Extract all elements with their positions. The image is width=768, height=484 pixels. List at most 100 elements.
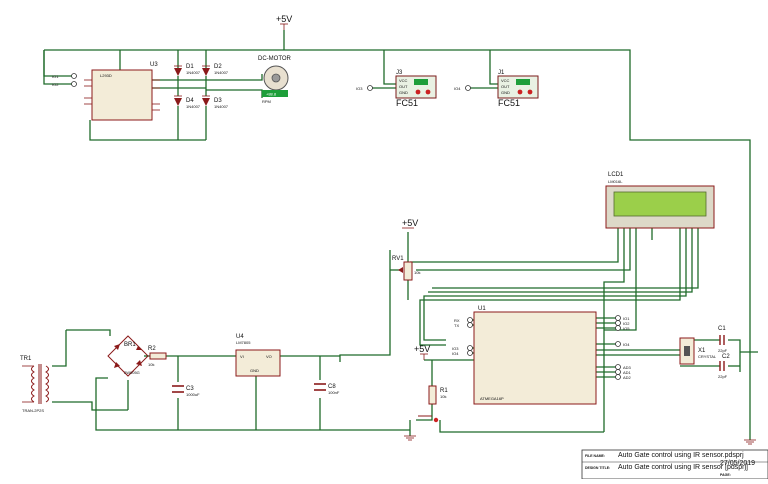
svg-text:TX: TX	[454, 323, 459, 328]
c3-ref: C3	[186, 386, 194, 392]
motor-value: +88.8	[266, 92, 277, 97]
page-label: PAGE:	[720, 473, 731, 477]
x1-ref: X1	[698, 348, 706, 354]
svg-text:1N4007: 1N4007	[186, 104, 201, 109]
title-block: FILE NAME: Auto Gate control using IR se…	[581, 449, 768, 480]
tr1-ref: TR1	[20, 356, 32, 362]
svg-text:IO1: IO1	[623, 316, 630, 321]
capacitor-c2[interactable]: C2 22pF	[718, 354, 730, 379]
u3-net-io2: IO2	[52, 82, 59, 87]
c3-value: 1000uF	[186, 392, 200, 397]
r1-ref: R1	[440, 388, 448, 394]
ir-sensor-j3[interactable]: J3 VCC OUT GND IO3 FC51	[356, 70, 437, 108]
diode-d4[interactable]: D4 1N4007	[174, 95, 201, 109]
design-title-label: DESIGN TITLE:	[585, 466, 610, 470]
svg-text:GND: GND	[501, 90, 510, 95]
motor-ref: DC-MOTOR	[258, 56, 292, 62]
vcc-mcu-label: +5V	[414, 344, 430, 354]
c8-value: 100nF	[328, 390, 340, 395]
svg-text:OUT: OUT	[501, 84, 510, 89]
svg-text:D1: D1	[186, 64, 194, 70]
diode-d3[interactable]: D3 1N4007	[202, 95, 229, 109]
svg-text:GND: GND	[399, 90, 408, 95]
r2-ref: R2	[148, 346, 156, 352]
ground-symbol-right	[744, 439, 756, 445]
ground-symbol-left	[404, 435, 416, 441]
capacitor-c3[interactable]: C3 1000uF	[172, 385, 200, 397]
svg-text:IO5: IO5	[623, 326, 630, 331]
r2-value: 10k	[148, 362, 154, 367]
capacitor-c1[interactable]: C1 22pF	[718, 326, 728, 353]
c1-ref: C1	[718, 326, 726, 332]
vcc-mcu-terminal: +5V	[414, 344, 430, 360]
regulator-u4[interactable]: U4 LM7805 VI VO GND	[235, 334, 281, 377]
rv1-ref: RV1	[392, 256, 404, 262]
svg-text:IO3: IO3	[452, 346, 459, 351]
r1-value: 10k	[440, 394, 446, 399]
motor-unit: RPM	[262, 99, 271, 104]
svg-text:AD2: AD2	[623, 375, 632, 380]
x1-part: CRYSTAL	[698, 354, 717, 359]
j1-ref: J1	[498, 70, 505, 76]
u4-part: LM7805	[236, 340, 251, 345]
svg-text:D2: D2	[214, 64, 222, 70]
br1-ref: BR1	[124, 342, 136, 348]
file-name-label: FILE NAME:	[585, 454, 605, 458]
svg-text:1N4007: 1N4007	[186, 70, 201, 75]
bridge-rectifier-br1[interactable]: BR1 2W005G	[107, 335, 149, 377]
u3-net-io1: IO1	[52, 74, 59, 79]
svg-text:1N4007: 1N4007	[214, 70, 229, 75]
date: 27/05/2019	[720, 460, 755, 467]
j3-ref: J3	[396, 70, 403, 76]
potentiometer-rv1[interactable]: +5V RV1 10k	[392, 218, 420, 281]
svg-text:IO2: IO2	[623, 321, 630, 326]
svg-text:AD1: AD1	[623, 370, 632, 375]
svg-text:VI: VI	[240, 354, 244, 359]
ir-sensor-j1[interactable]: J1 VCC OUT GND IO4 FC51	[454, 70, 539, 108]
u3-motor-driver[interactable]: U3 L293D IO1 IO2	[52, 62, 160, 121]
crystal-x1[interactable]: X1 CRYSTAL	[679, 337, 717, 365]
j3-net: IO3	[356, 86, 363, 91]
c1-value: 22pF	[718, 348, 728, 353]
u3-ref: U3	[150, 62, 158, 68]
diode-d2[interactable]: D2 1N4007	[202, 64, 229, 76]
svg-text:AD3: AD3	[623, 365, 632, 370]
svg-text:IO4: IO4	[452, 351, 459, 356]
vcc-top-terminal: +5V	[276, 14, 292, 30]
svg-text:OUT: OUT	[399, 84, 408, 89]
resistor-r2[interactable]: R2 10k	[148, 346, 167, 367]
capacitor-c8[interactable]: C8 100nF	[314, 383, 340, 395]
u4-ref: U4	[236, 334, 244, 340]
c8-ref: C8	[328, 384, 336, 390]
transformer-tr1[interactable]: TR1 TRAN-2P2S	[20, 356, 49, 413]
c2-ref: C2	[722, 354, 730, 360]
svg-text:RX: RX	[454, 318, 460, 323]
svg-text:GND: GND	[250, 368, 259, 373]
mcu-u1[interactable]: U1 ATMEGA16P RX TX IO3 IO4 IO1 IO2 IO5 I…	[452, 306, 632, 405]
u3-part: L293D	[100, 73, 112, 78]
u1-ref: U1	[478, 306, 486, 312]
resistor-r1[interactable]: R1 10k	[428, 385, 448, 405]
svg-text:VO: VO	[266, 354, 272, 359]
j1-module: FC51	[498, 98, 520, 108]
svg-text:IO4: IO4	[623, 342, 630, 347]
tr1-part: TRAN-2P2S	[22, 408, 44, 413]
design-title: Auto Gate control using IR sensor [pdspr…	[618, 464, 748, 471]
c2-value: 22pF	[718, 374, 728, 379]
lcd-ref: LCD1	[608, 172, 624, 178]
lcd-display[interactable]: LCD1 LM016L	[605, 172, 715, 229]
svg-text:D3: D3	[214, 98, 222, 104]
reset-button[interactable]	[418, 415, 439, 423]
j3-module: FC51	[396, 98, 418, 108]
vcc-top-label: +5V	[276, 14, 292, 24]
diode-d1[interactable]: D1 1N4007	[174, 64, 201, 76]
u1-part: ATMEGA16P	[480, 396, 504, 401]
svg-text:1N4007: 1N4007	[214, 104, 229, 109]
file-name: Auto Gate control using IR sensor.pdsprj	[618, 452, 744, 459]
rv1-value: 10k	[414, 270, 420, 275]
svg-text:VCC: VCC	[399, 78, 408, 83]
j1-net: IO4	[454, 86, 461, 91]
dc-motor[interactable]: DC-MOTOR +88.8 RPM	[258, 56, 292, 104]
